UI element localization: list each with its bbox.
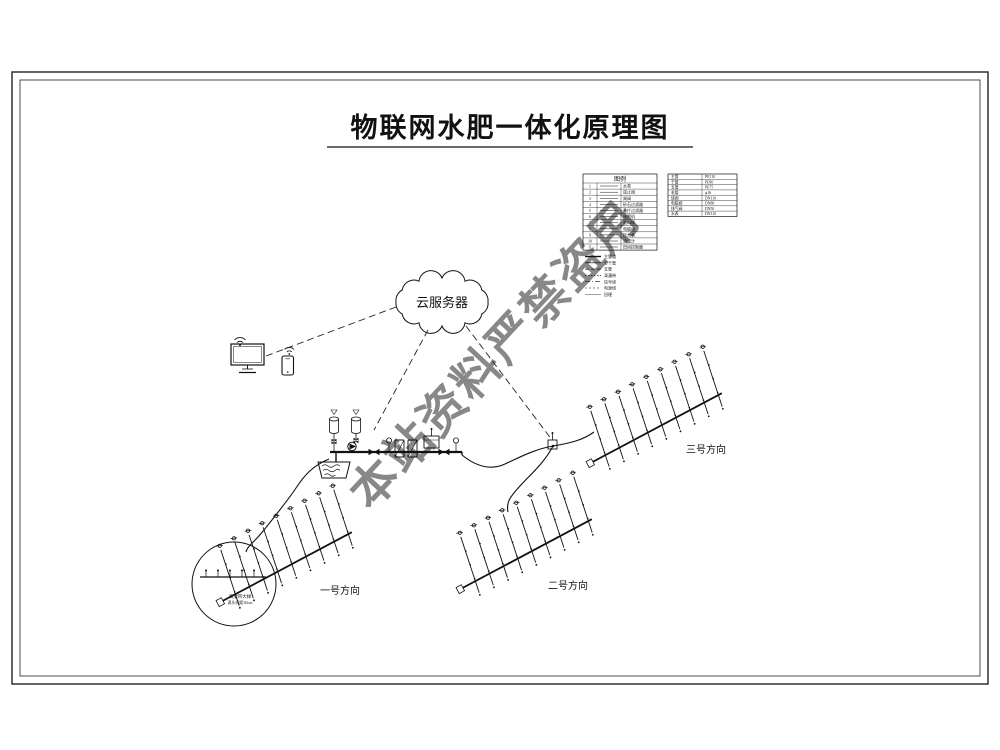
spec-table: 主管 干管 支管 毛管 球阀 电磁阀 排气阀 水表 PE110 PE90 PE7… xyxy=(667,173,738,217)
linestyle-label: 支管 xyxy=(604,266,612,272)
valve-icon xyxy=(438,448,450,456)
spec-row-spec: DN110 xyxy=(705,212,716,216)
drawing-title: 物联网水肥一体化原理图 xyxy=(351,113,670,143)
link-cloud-headunit xyxy=(373,329,429,431)
legend-row-name: 施肥机 xyxy=(623,213,635,219)
detail-callout: 滴灌带大样 滴头间距30cm xyxy=(191,541,277,627)
wifi-icon xyxy=(284,347,295,350)
emitter-symbols xyxy=(205,569,255,577)
spec-row-spec: PE110 xyxy=(705,175,715,179)
legend-row-num: 9 xyxy=(589,233,591,237)
linestyle-label: 滴灌带 xyxy=(604,272,616,278)
zone3-grid xyxy=(577,343,737,471)
legend-row-name: 闸阀 xyxy=(623,195,631,201)
legend-linestyle-list: 主管道 分干管 支管 滴灌带 信号线 电源线 田埂 xyxy=(585,253,616,297)
zone2-label: 二号方向 xyxy=(548,579,588,592)
spec-row-name: 球阀 xyxy=(671,195,679,200)
legend-row-num: 11 xyxy=(588,246,592,250)
valve-icon xyxy=(368,448,380,456)
link-cloud-fieldcontroller xyxy=(465,325,553,441)
pipeline-to-zone1 xyxy=(245,458,330,553)
water-source-tank xyxy=(317,461,351,479)
spec-row-spec: PE75 xyxy=(705,186,713,190)
legend-row-name: 水泵 xyxy=(623,183,631,189)
cloud-icon xyxy=(395,270,489,334)
spec-row-spec: φ16 xyxy=(705,191,711,195)
legend-row-name: 田间控制器 xyxy=(623,244,643,250)
filter-2 xyxy=(407,439,418,458)
spec-row-name: 水表 xyxy=(671,211,679,216)
spec-row-name: 毛管 xyxy=(671,190,679,195)
linestyle-label: 主管道 xyxy=(604,253,616,259)
linestyle-label: 信号线 xyxy=(604,278,616,284)
pipeline-to-zone2 xyxy=(506,445,554,513)
pc-monitor-icon xyxy=(230,337,265,374)
legend-row-num: 8 xyxy=(589,227,591,231)
legend-row-name: 流量计 xyxy=(623,238,635,244)
legend-row-num: 7 xyxy=(589,221,591,225)
filter-1 xyxy=(394,439,405,458)
legend-row-name: 电磁阀 xyxy=(623,225,635,231)
legend-row-name: 砂石过滤器 xyxy=(623,201,643,207)
field-controller-icon xyxy=(547,432,558,450)
pipeline-to-zone3 xyxy=(461,431,595,468)
spec-row-name: 支管 xyxy=(671,185,679,190)
cloud-server: 云服务器 xyxy=(395,270,489,334)
head-unit xyxy=(317,409,463,479)
spec-row-spec: DN50 xyxy=(705,207,714,211)
legend-row-num: 3 xyxy=(589,197,591,201)
pressure-gauge-icon xyxy=(452,437,459,444)
linestyle-label: 田埂 xyxy=(604,291,612,297)
zone3-label: 三号方向 xyxy=(686,443,726,456)
spec-row-name: 主管 xyxy=(671,174,679,179)
legend-row-num: 4 xyxy=(589,203,591,207)
legend-table: 图例 1 2 3 4 5 6 7 8 9 10 11 水泵 逆止阀 闸阀 砂石过… xyxy=(582,173,658,251)
legend-row-name: 肥料桶 xyxy=(623,219,635,225)
spec-row-name: 排气阀 xyxy=(671,206,683,211)
spec-row-spec: PE90 xyxy=(705,180,713,184)
linestyle-label: 电源线 xyxy=(604,285,616,291)
zone2-grid xyxy=(447,469,607,597)
detail-caption: 滴灌带大样 xyxy=(229,593,252,600)
legend-row-name: 逆止阀 xyxy=(623,189,635,195)
spec-row-spec: DN80 xyxy=(705,202,714,206)
wifi-icon xyxy=(234,337,246,341)
fertilizer-tank-2 xyxy=(350,409,361,444)
legend-row-num: 10 xyxy=(588,240,592,244)
legend-row-num: 2 xyxy=(589,191,591,195)
legend-row-name: 叠片过滤器 xyxy=(623,207,643,213)
legend-row-num: 5 xyxy=(589,209,591,213)
watermark-text: 本站资料严禁盗用 xyxy=(340,191,651,519)
legend-row-num: 1 xyxy=(589,185,591,189)
border-frame xyxy=(11,71,989,685)
linestyle-label: 分干管 xyxy=(604,259,616,265)
phone-icon xyxy=(281,347,295,376)
spec-row-name: 电磁阀 xyxy=(671,201,683,206)
spec-row-spec: DN110 xyxy=(705,196,716,200)
legend-row-name: 压力表 xyxy=(623,231,635,237)
fertilizer-tank-1 xyxy=(328,409,339,452)
zone1-label: 一号方向 xyxy=(320,584,360,597)
zone1-grid xyxy=(207,482,367,610)
field-pipelines xyxy=(245,431,595,553)
legend-symbol-lines xyxy=(600,185,618,248)
legend-row-num: 6 xyxy=(589,215,591,219)
detail-spec: 滴头间距30cm xyxy=(228,599,254,605)
cloud-label: 云服务器 xyxy=(416,295,468,310)
legend-title: 图例 xyxy=(614,175,626,183)
spec-row-name: 干管 xyxy=(671,179,679,184)
